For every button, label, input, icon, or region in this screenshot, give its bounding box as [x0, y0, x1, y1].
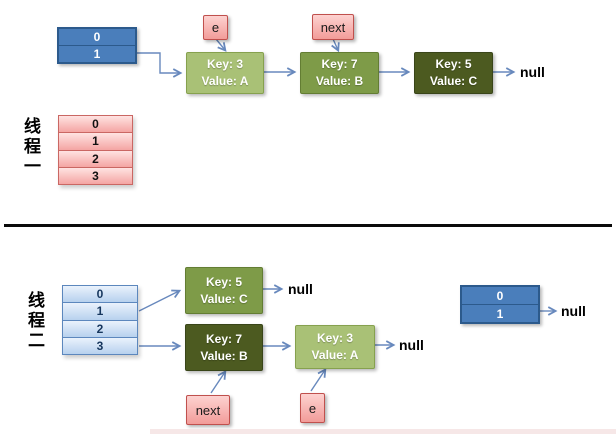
e-pointer-tag-top: e	[203, 15, 228, 40]
next-pointer-tag-top: next	[312, 14, 354, 40]
arrow-e-to-key3-top	[215, 38, 227, 52]
arrow-bucket1-to-key3	[133, 52, 183, 78]
bucket-cell-1: 1	[462, 304, 538, 322]
null-label-bucket2: null	[561, 303, 586, 319]
null-label-top: null	[520, 64, 545, 80]
null-label-after-key5: null	[288, 281, 313, 297]
node-value-line: Value: A	[311, 348, 359, 362]
bucket-cell-0: 0	[93, 30, 101, 44]
arrow-next-to-key7-top	[331, 38, 340, 53]
table-cell-3: 3	[62, 336, 138, 355]
table-cell-2: 2	[58, 149, 133, 168]
node-value-line: Value: B	[315, 74, 364, 88]
node-value-line: Value: C	[429, 74, 478, 88]
node-key-line: Key: 7	[321, 57, 358, 71]
table-cell-1: 1	[62, 302, 138, 321]
node-value-line: Value: C	[200, 291, 248, 306]
node-key7-valueB-bottom: Key: 7 Value: B	[185, 324, 263, 371]
node-key3-valueA-top: Key: 3 Value: A	[186, 52, 264, 94]
node-key-line: Key: 3	[316, 331, 354, 345]
next-pointer-tag-bottom: next	[186, 395, 230, 425]
thread2-label: 线程二	[24, 291, 44, 351]
table-cell-2: 2	[62, 319, 138, 338]
node-key-line: Key: 3	[206, 57, 244, 71]
thread2-bucket-array: 0 1	[460, 285, 540, 324]
arrow-table2-to-key5	[138, 289, 182, 312]
node-value-line: Value: A	[201, 74, 249, 88]
null-label-after-key3: null	[399, 337, 424, 353]
node-key7-valueB-top: Key: 7 Value: B	[300, 52, 379, 94]
node-value-line: Value: B	[200, 348, 248, 363]
node-key-line: Key: 7	[205, 331, 243, 346]
bucket-cell-1: 1	[59, 45, 135, 62]
table-cell-3: 3	[58, 166, 133, 185]
table-cell-0: 0	[62, 285, 138, 304]
table-cell-1: 1	[58, 132, 133, 151]
arrow-next-to-key7-bottom	[210, 369, 227, 394]
bucket-cell-0: 0	[496, 288, 504, 303]
node-key-line: Key: 5	[435, 57, 472, 71]
node-key-line: Key: 5	[205, 274, 243, 289]
thread1-hash-table: 0 1 2 3	[58, 115, 133, 185]
e-pointer-tag-bottom: e	[300, 393, 325, 423]
node-key3-valueA-bottom: Key: 3 Value: A	[295, 325, 375, 369]
section-divider	[4, 224, 612, 227]
arrow-e-to-key3-bottom	[310, 367, 327, 392]
table-cell-0: 0	[58, 115, 133, 134]
thread2-hash-table: 0 1 2 3	[62, 285, 138, 355]
node-key5-valueC-bottom: Key: 5 Value: C	[185, 267, 263, 314]
thread1-label: 线程一	[20, 117, 40, 177]
node-key5-valueC-top: Key: 5 Value: C	[414, 52, 493, 94]
bottom-edge-strip	[150, 429, 616, 434]
thread1-bucket-array: 0 1	[57, 27, 137, 64]
